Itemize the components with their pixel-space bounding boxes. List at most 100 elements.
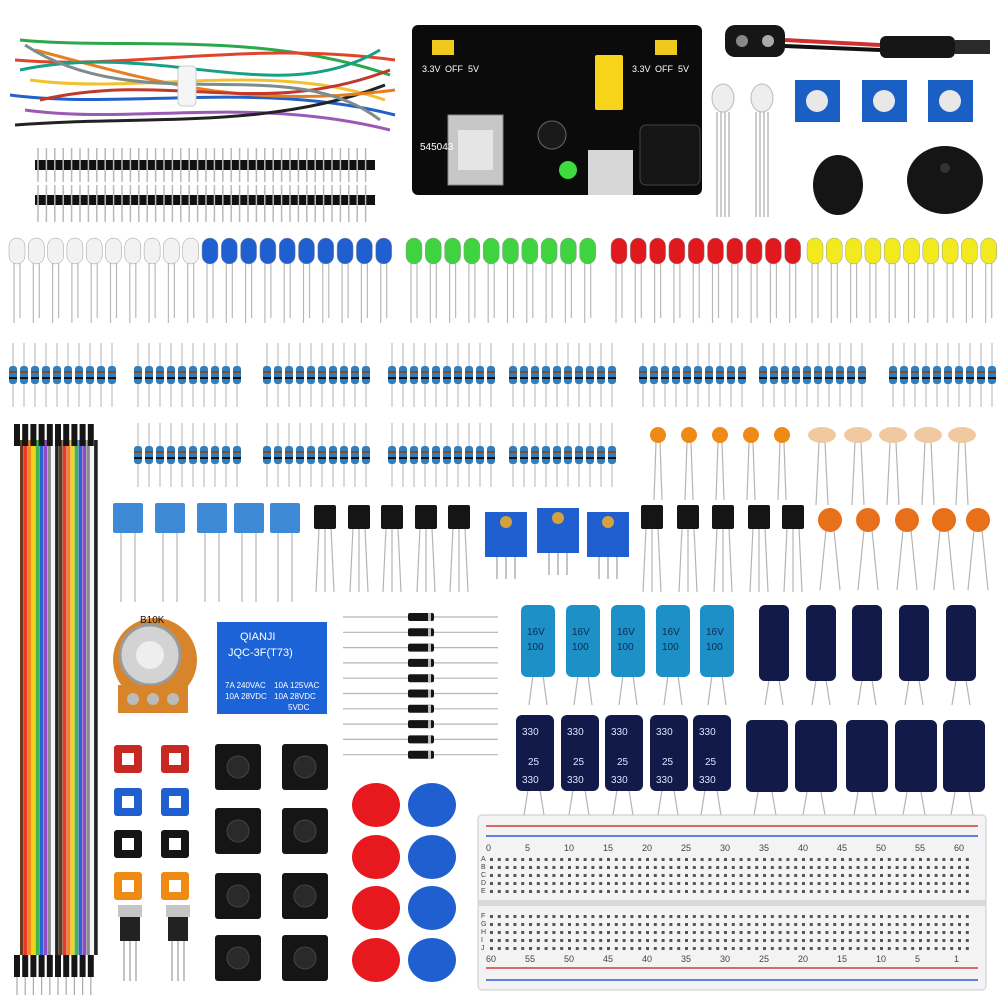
breadboard-hole — [505, 915, 509, 918]
breadboard-hole — [778, 947, 782, 950]
resistor-band — [454, 451, 462, 453]
led — [482, 237, 500, 265]
breadboard-hole — [817, 915, 821, 918]
relay-rating-right-2: 10A 28VDC — [274, 692, 316, 701]
resistor — [233, 366, 241, 384]
resistor-band — [770, 377, 778, 379]
breadboard-hole — [833, 915, 837, 918]
breadboard-hole — [552, 939, 556, 942]
breadboard-hole — [864, 947, 868, 950]
ceramic-capacitor — [743, 427, 759, 443]
dupont-connector — [46, 955, 53, 977]
ceramic-lead — [955, 441, 960, 506]
breadboard-hole — [497, 931, 501, 934]
ecap-lead — [568, 789, 574, 816]
jumper-cap-window — [122, 838, 134, 850]
resistor-band — [933, 371, 941, 373]
resistor — [318, 366, 326, 384]
resistor — [307, 446, 315, 464]
resistor — [575, 366, 583, 384]
breadboard-hole — [607, 939, 610, 942]
breadboard-hole — [848, 923, 852, 926]
resistor-band — [454, 371, 462, 373]
resistor-band — [134, 451, 142, 453]
breadboard-hole — [833, 890, 837, 893]
breadboard-hole — [638, 947, 642, 950]
resistor-band — [858, 377, 866, 379]
breadboard-hole — [833, 882, 837, 885]
resistor-band — [200, 451, 208, 453]
resistor-band — [465, 451, 473, 453]
resistor-band — [222, 377, 230, 379]
diode-band — [428, 704, 431, 713]
dupont-connector — [14, 424, 20, 446]
resistor-band — [650, 377, 658, 379]
resistor-band — [608, 457, 616, 459]
rotary-potentiometer: B10K — [113, 615, 197, 713]
resistor-band — [825, 371, 833, 373]
ribbon-wire — [31, 440, 36, 955]
resistor-band — [200, 371, 208, 373]
breadboard-hole — [903, 882, 907, 885]
breadboard-hole — [887, 882, 891, 885]
breadboard-hole — [661, 874, 665, 877]
diode-band — [428, 658, 431, 667]
breadboard-hole — [669, 947, 673, 950]
ecap-label: 330 — [611, 727, 628, 738]
breadboard-hole — [677, 874, 681, 877]
breadboard-hole — [926, 947, 930, 950]
resistor-band — [858, 371, 866, 373]
resistor — [889, 366, 897, 384]
resistor-band — [233, 451, 241, 453]
breadboard-hole — [747, 947, 751, 950]
breadboard-column-label: 15 — [837, 954, 847, 964]
breadboard-hole — [926, 939, 930, 942]
breadboard-hole — [497, 947, 501, 950]
electrolytic-capacitor — [795, 720, 837, 792]
resistor — [683, 366, 691, 384]
breadboard-hole — [575, 923, 579, 926]
led — [85, 237, 103, 265]
led — [579, 237, 596, 265]
breadboard-hole — [950, 923, 954, 926]
breadboard-hole — [942, 947, 946, 950]
resistor-band — [410, 457, 418, 459]
breadboard-hole — [716, 858, 720, 861]
breadboard-column-label: 5 — [525, 843, 530, 853]
breadboard-hole — [786, 931, 790, 934]
breadboard-hole — [505, 890, 509, 893]
breadboard-hole — [692, 874, 696, 877]
breadboard-hole — [778, 931, 782, 934]
breadboard-hole — [575, 874, 579, 877]
breadboard-column-label: 15 — [603, 843, 613, 853]
breadboard-hole — [864, 882, 868, 885]
breadboard-hole — [794, 915, 798, 918]
breadboard-hole — [505, 931, 509, 934]
breadboard-hole — [958, 939, 961, 942]
breadboard-column-label: 55 — [915, 843, 925, 853]
resistor — [362, 446, 370, 464]
breadboard-hole — [716, 931, 720, 934]
breadboard-hole — [685, 874, 688, 877]
resistor — [263, 446, 271, 464]
resistor — [145, 366, 153, 384]
led — [201, 237, 219, 265]
breadboard-hole — [817, 923, 821, 926]
ribbon-wire — [66, 440, 71, 955]
dupont-connector — [71, 424, 78, 446]
led — [903, 237, 920, 265]
breadboard-hole — [653, 874, 657, 877]
resistor-band — [285, 377, 293, 379]
electrolytic-capacitor — [946, 605, 976, 681]
breadboard-hole — [872, 915, 876, 918]
led — [278, 237, 296, 265]
transistor — [677, 505, 699, 529]
breadboard-hole — [724, 923, 727, 926]
breadboard-hole — [825, 931, 829, 934]
ceramic-lead — [964, 441, 969, 506]
breadboard-hole — [926, 858, 930, 861]
breadboard-hole — [934, 874, 938, 877]
resistor-band — [134, 371, 142, 373]
ecap-lead — [820, 791, 826, 816]
breadboard-hole — [848, 947, 852, 950]
